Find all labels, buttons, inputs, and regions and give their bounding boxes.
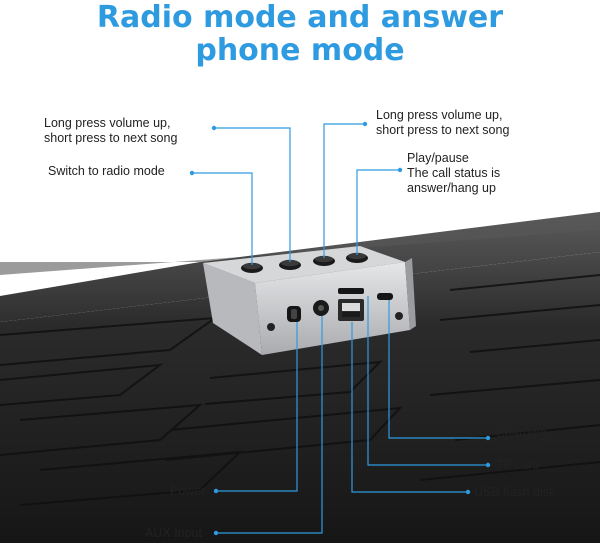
aux-port[interactable] xyxy=(313,300,329,316)
label-volume-up-right: Long press volume up, short press to nex… xyxy=(376,108,510,137)
title-line-1: Radio mode and answer xyxy=(96,0,504,35)
leader-dots xyxy=(189,121,491,536)
label-aux-input: AUX Input xyxy=(145,526,202,540)
label-volume-up-left: Long press volume up, short press to nex… xyxy=(44,116,178,145)
tf-card-slot[interactable] xyxy=(338,288,364,294)
button-volume-up-left[interactable] xyxy=(279,259,301,270)
screw-right-icon xyxy=(395,312,403,320)
button-play-pause[interactable] xyxy=(346,252,368,263)
charging-port[interactable] xyxy=(377,293,393,300)
label-radio-mode: Switch to radio mode xyxy=(48,164,165,178)
button-volume-up-right[interactable] xyxy=(313,255,335,266)
button-radio-mode[interactable] xyxy=(241,262,263,273)
screw-left-icon xyxy=(267,323,275,331)
label-tf-card: TF card xyxy=(496,458,540,472)
power-switch[interactable] xyxy=(287,306,301,322)
leader-lines xyxy=(192,123,488,534)
title-line-2: phone mode xyxy=(195,33,405,68)
label-play-pause: Play/pause The call status is answer/han… xyxy=(407,151,501,195)
label-usb-flash-disk: USB flash disk xyxy=(474,485,556,499)
label-charging-interface: Charging interface xyxy=(496,426,547,455)
label-power: Power xyxy=(170,484,206,498)
usb-port[interactable] xyxy=(338,299,364,321)
